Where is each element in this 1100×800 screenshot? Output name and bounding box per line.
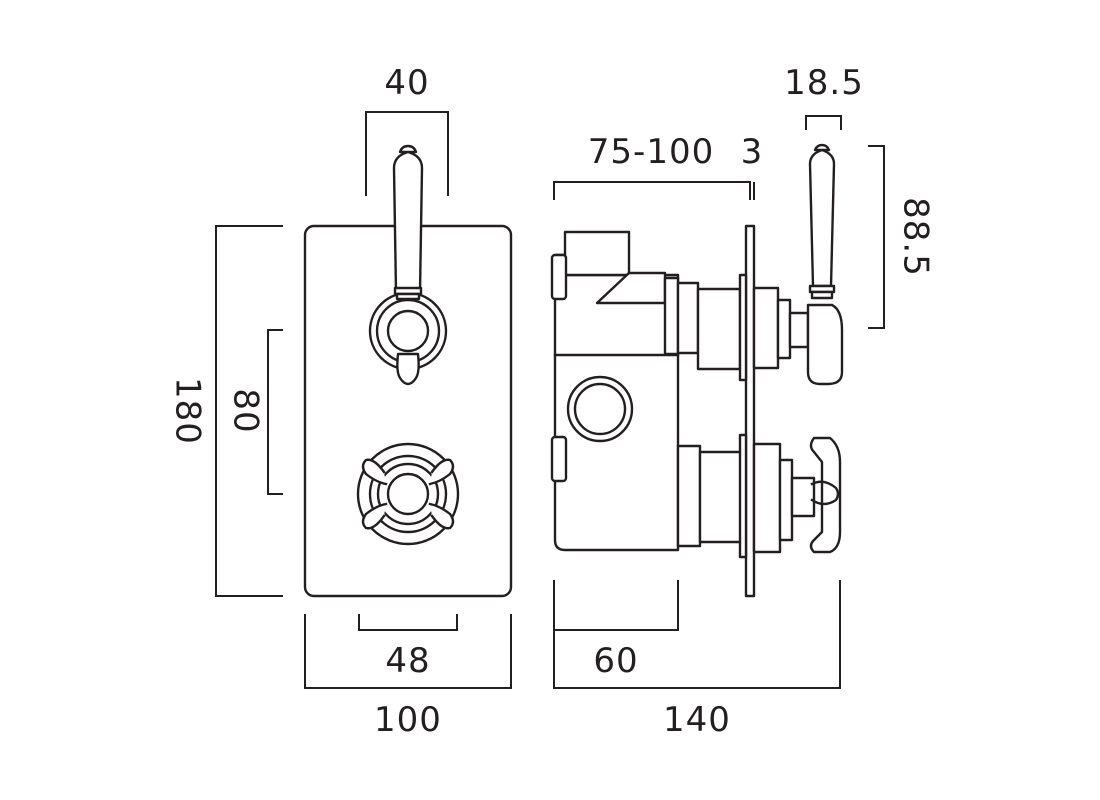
dim-label-3: 3 xyxy=(741,132,764,172)
dim-label-60: 60 xyxy=(593,641,638,681)
front-lever-handle xyxy=(368,144,448,386)
dim-label-18-5: 18.5 xyxy=(784,63,864,103)
dim-side-total-depth: 140 xyxy=(553,580,841,740)
side-lever-handle xyxy=(788,143,844,386)
dim-front-width: 100 xyxy=(304,614,512,740)
dim-side-handle-width: 18.5 xyxy=(784,63,864,130)
dim-front-height: 180 xyxy=(168,225,283,597)
dim-label-88-5: 88.5 xyxy=(896,197,936,277)
dim-side-body-depth: 60 xyxy=(553,580,679,681)
dim-side-handle-height: 88.5 xyxy=(868,145,936,329)
dim-label-48: 48 xyxy=(385,641,430,681)
side-crosshead-handle xyxy=(790,436,842,554)
dim-label-180: 180 xyxy=(168,377,208,445)
side-wall-plate xyxy=(744,224,756,598)
dim-label-140: 140 xyxy=(663,700,731,740)
front-view: 40 180 80 48 100 xyxy=(168,63,513,740)
dim-front-lever-width: 40 xyxy=(365,63,449,196)
dim-label-75-100: 75-100 xyxy=(588,132,714,172)
dim-label-80: 80 xyxy=(226,388,266,433)
dim-side-plate-thickness: 3 xyxy=(741,132,764,200)
front-crosshead-handle xyxy=(356,442,460,546)
dim-side-wall-depth: 75-100 xyxy=(553,132,751,200)
dim-front-centres: 80 xyxy=(226,329,283,495)
dim-label-100: 100 xyxy=(374,700,442,740)
dim-label-40: 40 xyxy=(384,63,429,103)
side-view: 18.5 75-100 3 88.5 60 140 xyxy=(550,63,936,740)
dim-front-spacing: 48 xyxy=(358,614,458,681)
